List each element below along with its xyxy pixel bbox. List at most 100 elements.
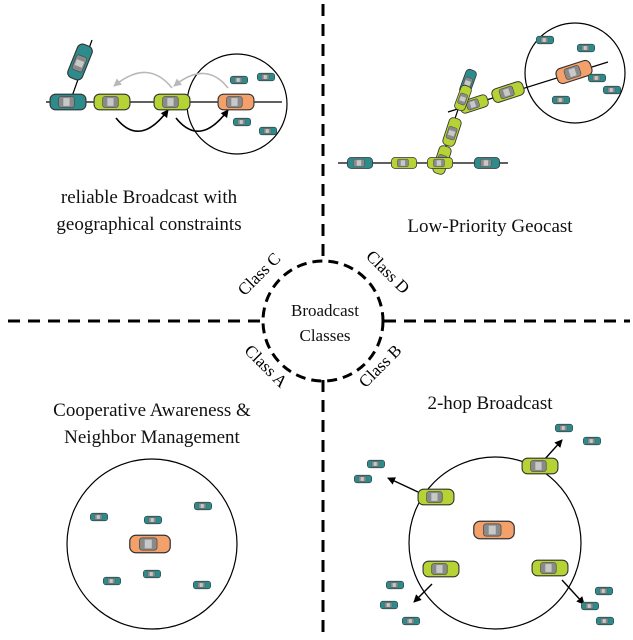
vehicle [587,73,607,83]
vehicle [346,157,374,169]
vehicle-roof [107,98,114,106]
vehicle [554,423,574,433]
source-vehicle [129,534,171,554]
vehicle-roof [447,129,456,137]
ack-arrow-2 [173,72,229,89]
vehicle-roof [587,604,591,608]
class-d-label: Class D [362,247,413,298]
quadrant-bottom-right-label: 2-hop Broadcast [370,390,610,417]
vehicle [385,580,405,590]
vehicle-roof [431,493,438,501]
bottom-left-line-2: Neighbor Management [64,427,240,448]
relay-vehicle [153,93,191,111]
center-line-1: Broadcast [291,301,359,320]
vehicle-roof [150,518,154,522]
relay-arrow-top-right [543,439,563,461]
vehicle [192,580,212,590]
forward-arrow-1 [115,109,169,133]
class-c-label: Class C [234,249,285,300]
vehicle [582,436,602,446]
vehicle-roof [459,96,466,103]
vehicle [379,600,399,610]
quadrant-top-left-label: reliable Broadcast with geographical con… [18,184,280,238]
vehicle-roof [488,525,496,535]
vehicle-roof [568,67,577,78]
relay-arrow-top-left [387,477,419,493]
vehicle-roof [144,539,152,549]
relay-vehicle [390,157,418,169]
vehicle-roof [483,160,489,166]
vehicle-roof [392,583,396,587]
vehicle-roof [356,160,362,166]
relay-vehicle [521,457,559,475]
center-label: Broadcast Classes [265,298,385,348]
vehicle-roof [602,619,606,623]
relay-arrow-bottom-left [413,583,433,603]
vehicles [49,35,622,626]
vehicle-roof [231,98,238,106]
vehicle [193,501,213,511]
vehicle-roof [265,129,269,133]
vehicle-roof [74,59,85,68]
vehicle-roof [594,76,598,80]
vehicle-roof [561,426,565,430]
vehicle-roof [263,75,267,79]
vehicle [580,601,600,611]
range-circle-top-right [524,22,626,124]
vehicle-roof [386,603,390,607]
vehicle-roof [63,98,70,106]
vehicle-roof [609,88,613,92]
vehicle-roof [360,477,364,481]
vehicle-roof [149,572,153,576]
quadrant-top-right-label: Low-Priority Geocast [370,213,610,240]
quadrant-bottom-left-label: Cooperative Awareness & Neighbor Managem… [12,397,292,451]
vehicle [102,576,122,586]
forward-arrow-2 [175,109,229,133]
bottom-right-line-1: 2-hop Broadcast [427,393,553,414]
vehicle-roof [469,100,477,109]
vehicle [89,512,109,522]
vehicle [594,586,614,596]
bottom-right-arrows [387,439,585,605]
vehicle-roof [236,78,240,82]
vehicle-roof [545,564,552,572]
relay-arrow-bottom-right [561,579,585,605]
vehicle [258,126,278,136]
center-line-2: Classes [299,326,351,345]
vehicle [49,93,87,111]
range-circle-bottom-left [66,458,238,630]
vehicle [535,35,555,45]
vehicle-roof [200,504,204,508]
source-vehicle [473,520,515,540]
vehicle-roof [589,439,593,443]
vehicle-roof [96,515,100,519]
vehicle-roof [535,462,542,470]
vehicle-roof [408,619,412,623]
vehicle [232,117,252,127]
vehicle-roof [502,88,511,97]
vehicle [229,75,249,85]
top-left-line-1: reliable Broadcast with [60,187,238,208]
vehicle-roof [167,98,174,106]
vehicle-roof [436,565,443,573]
center-circle [261,259,385,383]
vehicle-roof [400,160,406,166]
bottom-left-line-1: Cooperative Awareness & [53,400,251,421]
vehicle-roof [109,579,113,583]
vehicle-roof [373,462,377,466]
vehicle-roof [436,160,442,166]
relay-vehicle [491,81,525,103]
vehicle [256,72,276,82]
relay-vehicle [459,94,489,114]
vehicle [551,95,571,105]
vehicle-roof [601,589,605,593]
relay-vehicle [531,559,569,577]
relay-vehicle [93,93,131,111]
vehicle [143,515,163,525]
relay-vehicle [422,560,460,578]
relay-vehicle [442,117,462,147]
range-circle-bottom-right [408,456,582,630]
vehicle [595,616,615,626]
vehicle [602,85,622,95]
